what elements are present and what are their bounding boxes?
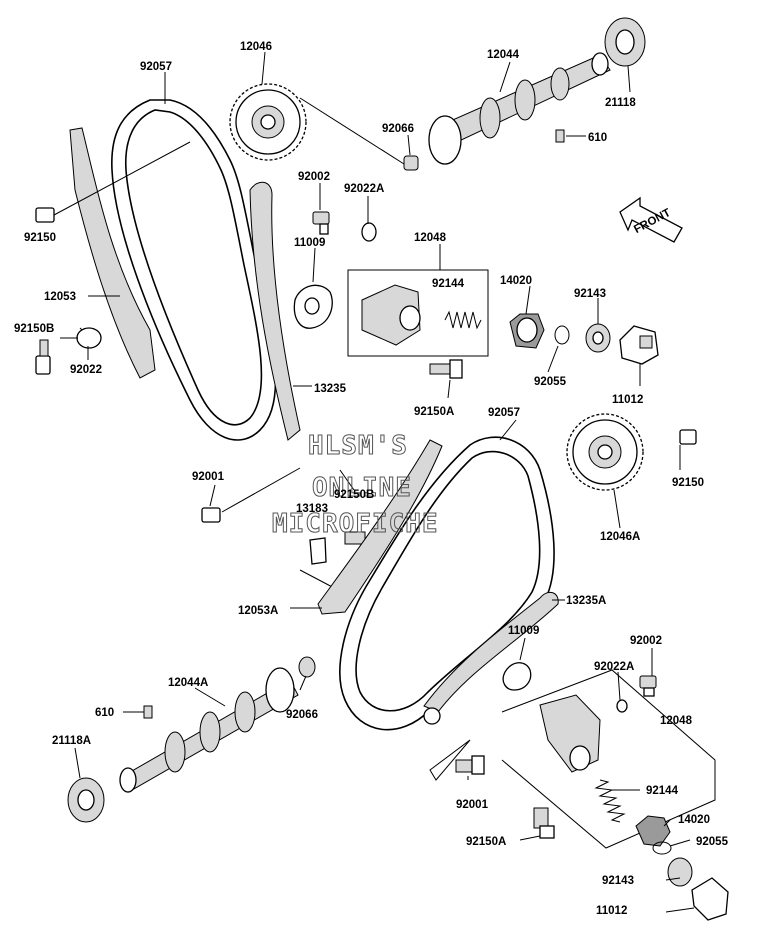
part-label: 92150A (466, 836, 506, 848)
part-label: 92002 (630, 635, 662, 647)
lower-cam-bushing (298, 656, 316, 678)
part-label: 92150A (414, 406, 454, 418)
part-label: 14020 (678, 814, 710, 826)
part-label: 21118A (52, 735, 91, 747)
lower-o-ring (652, 841, 672, 855)
part-label: 12048 (414, 232, 447, 244)
upper-cap-nut (509, 313, 545, 349)
front-arrow (619, 196, 683, 243)
lower-chain-guide (317, 439, 443, 615)
upper-cam-chain-inner (125, 109, 263, 426)
watermark-line1: HLSM'S (308, 431, 408, 461)
watermark-line2: ONLINE (312, 473, 412, 503)
part-label: 92150B (14, 323, 54, 335)
part-label: 92150B (334, 489, 374, 501)
part-label: 12044A (168, 677, 208, 689)
lower-cap (691, 877, 729, 921)
part-label: 92150 (24, 232, 56, 244)
lower-cam-cap (67, 777, 105, 823)
upper-collar (585, 323, 611, 353)
upper-tensioner-body (361, 284, 421, 346)
upper-camshaft (428, 52, 611, 165)
part-label: 11012 (596, 905, 627, 917)
leader-92001-lower (429, 739, 471, 781)
lower-washer-92022A (616, 699, 628, 713)
part-label: 21118 (605, 97, 636, 109)
lower-bolt-92001 (455, 755, 485, 775)
lower-dowel-pin (143, 705, 153, 719)
part-label: 11009 (508, 625, 539, 637)
part-label: 92144 (646, 785, 679, 797)
part-label: 14020 (500, 275, 532, 287)
leader-lines (60, 51, 695, 913)
part-label: 11012 (612, 394, 643, 406)
part-label: 11009 (294, 237, 325, 249)
upper-washer-92022A (361, 222, 377, 242)
lower-cap-nut (635, 815, 671, 847)
part-label: 12046 (240, 41, 272, 53)
part-label: 92002 (298, 171, 330, 183)
part-label: 92055 (534, 376, 567, 388)
part-label: 92001 (192, 471, 225, 483)
upper-cap (619, 325, 659, 365)
upper-tensioner-spring (444, 310, 482, 330)
part-label: 92143 (602, 875, 634, 887)
upper-sprocket (229, 83, 307, 161)
part-label: 92022A (594, 661, 634, 673)
left-bolt-92001 (201, 467, 301, 523)
part-label: 610 (95, 707, 114, 719)
part-label: 13183 (296, 503, 328, 515)
upper-o-ring (554, 325, 570, 345)
part-label: 92066 (382, 123, 414, 135)
lower-tensioner-box (501, 669, 716, 849)
part-label: 92057 (140, 61, 172, 73)
part-label: 92055 (696, 836, 729, 848)
part-label: 13235 (314, 383, 347, 395)
part-label: 610 (588, 132, 607, 144)
upper-bolt-92150A (429, 359, 463, 379)
lower-bolt-92150A (533, 807, 555, 839)
right-bolt-92150 (679, 429, 697, 445)
lower-gasket (502, 662, 532, 691)
part-label: 92143 (574, 288, 606, 300)
lower-sprocket (566, 413, 644, 491)
part-label: 92144 (432, 278, 465, 290)
part-label: 92150 (672, 477, 704, 489)
lower-camshaft (119, 667, 299, 793)
lower-collar (667, 857, 693, 887)
left-bolt-92150B (35, 339, 51, 375)
part-label: 12053A (238, 605, 278, 617)
part-label: 12046A (600, 531, 640, 543)
lower-guide-mount (423, 707, 441, 725)
lower-bolt-92002 (639, 675, 657, 697)
upper-tensioner-guide (249, 181, 301, 441)
lower-cover-plate-13183 (309, 537, 327, 565)
upper-cam-bushing (403, 155, 419, 171)
watermark-line3: MICROFICHE (272, 509, 439, 539)
upper-tensioner-bolt-92002 (312, 211, 330, 235)
part-label: 92066 (286, 709, 318, 721)
part-label: 92057 (488, 407, 520, 419)
center-bolt-92150B (344, 531, 366, 545)
upper-dowel-pin (555, 129, 565, 143)
part-label: 12048 (660, 715, 693, 727)
lower-tensioner-body (539, 694, 601, 773)
upper-tensioner-box (347, 269, 489, 357)
part-label: 92022 (70, 364, 102, 376)
lower-cam-chain-inner (355, 450, 541, 712)
part-label: 92001 (456, 799, 489, 811)
lower-tensioner-guide (423, 591, 559, 713)
upper-cam-cap (604, 17, 646, 67)
part-label: 12044 (487, 49, 520, 61)
upper-chain-guide (69, 127, 156, 379)
left-washer-92022 (76, 327, 102, 349)
part-label: 92022A (344, 183, 384, 195)
lower-tensioner-spring (594, 779, 626, 823)
part-label: 13235A (566, 595, 606, 607)
part-label: 12053 (44, 291, 76, 303)
left-bolt-92150 (35, 141, 191, 223)
